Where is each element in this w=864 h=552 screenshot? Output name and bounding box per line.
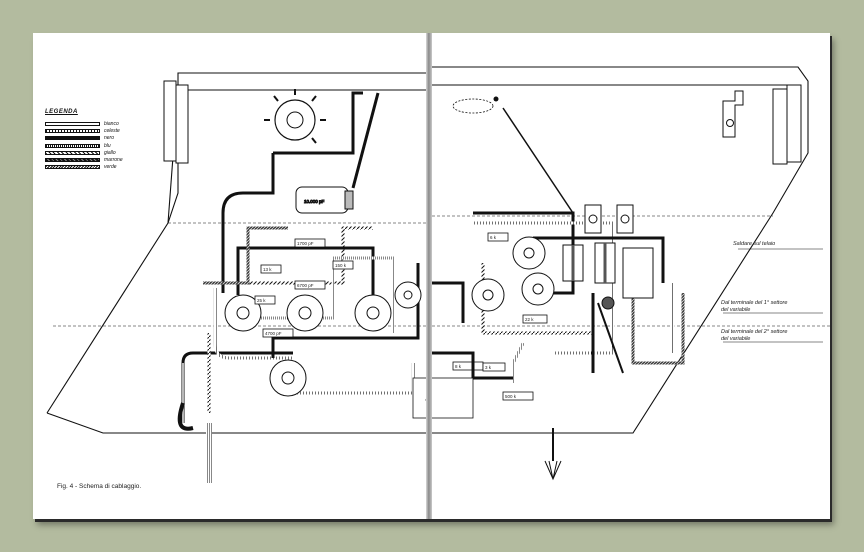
page: 10.000 pF xyxy=(33,33,830,519)
r2-label: 13 k xyxy=(263,267,272,272)
r1-label: 25 k xyxy=(257,298,266,303)
component-labels-left: 1700 pF 4700 pF 6700 pF 25 k 150 k 13 k … xyxy=(257,241,462,369)
cable-end-right xyxy=(544,437,562,481)
figure-caption: Fig. 4 - Schema di cablaggio. xyxy=(57,483,142,490)
legend-item-bianco: bianco xyxy=(45,120,123,127)
capacitor-large: 10.000 pF xyxy=(295,186,354,214)
sector1-line1: Dal terminale del 1° settore xyxy=(721,300,788,306)
c1-label: 1700 pF xyxy=(297,241,314,246)
sector2-line1: Dal terminale del 2° settore xyxy=(721,329,788,335)
tube-socket-top xyxy=(264,89,326,144)
components-left xyxy=(254,238,484,371)
legend-label: giallo xyxy=(104,149,116,156)
legend-item-celeste: celeste xyxy=(45,127,123,134)
legend-item-verde: verde xyxy=(45,164,123,171)
tube-sockets-right xyxy=(394,236,555,312)
legend-item-marrone: marrone xyxy=(45,156,123,163)
bracket-right xyxy=(722,84,802,165)
tube-sockets-left xyxy=(224,294,392,397)
legend-item-giallo: giallo xyxy=(45,149,123,156)
swatch-white xyxy=(45,121,100,126)
wire-bundle-right xyxy=(432,107,685,463)
chassis-right xyxy=(432,66,830,434)
c2-label: 4700 pF xyxy=(265,331,282,336)
leader-lines xyxy=(723,248,823,343)
terminal-dot xyxy=(493,96,499,102)
legend-item-blu: blu xyxy=(45,142,123,149)
r6-label: 6 k xyxy=(490,235,497,240)
bracket-left xyxy=(163,80,189,164)
r3-label: 150 k xyxy=(335,263,347,268)
legend-title: LEGENDA xyxy=(45,109,78,115)
page-gutter xyxy=(426,33,432,519)
swatch-zigzag xyxy=(45,165,100,170)
legend: bianco celeste nero blu giallo marrone xyxy=(45,120,123,171)
sector1-line2: del variabile xyxy=(721,306,751,313)
cap-top-label: 10.000 pF xyxy=(304,199,325,204)
legend-item-nero: nero xyxy=(45,135,123,142)
r5-label: 22 k xyxy=(525,317,534,322)
wire-bundle-left xyxy=(177,91,420,483)
legend-label: celeste xyxy=(104,127,120,134)
r8-label: 3 k xyxy=(485,365,492,370)
legend-label: blu xyxy=(104,142,111,149)
wiring-diagram: 10.000 pF xyxy=(46,66,830,483)
legend-label: bianco xyxy=(104,120,119,127)
swatch-black xyxy=(45,136,100,141)
legend-label: nero xyxy=(104,135,115,142)
dashed-socket xyxy=(452,98,494,114)
r7-label: 8 k xyxy=(455,364,462,369)
sector2-line2: del variabile xyxy=(721,335,751,342)
chassis-label-text: Saldare sul telaio xyxy=(733,241,776,247)
swatch-hatched xyxy=(45,128,100,133)
sector1-label: Dal terminale del 1° settore del variabi… xyxy=(721,300,787,313)
chassis-solder-label: Saldare sul telaio xyxy=(733,241,775,248)
components-right xyxy=(412,232,548,419)
coil-assembly xyxy=(562,204,654,310)
r9-label: 500 k xyxy=(505,394,517,399)
swatch-dense-hatch xyxy=(45,143,100,148)
sector2-label: Dal terminale del 2° settore del variabi… xyxy=(721,329,787,342)
swatch-dark-diagonal xyxy=(45,158,100,163)
legend-label: marrone xyxy=(104,157,123,164)
c3-label: 6700 pF xyxy=(297,283,314,288)
swatch-diagonal xyxy=(45,150,100,155)
legend-label: verde xyxy=(104,164,117,171)
